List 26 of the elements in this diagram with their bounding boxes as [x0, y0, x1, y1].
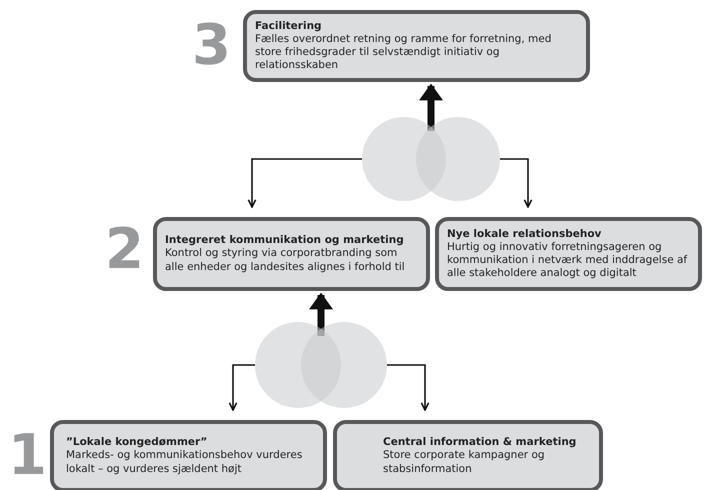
text-box [153, 217, 430, 291]
arrow [228, 364, 255, 411]
arrow [248, 158, 362, 208]
box-heading: Integreret kommunikation og marketing [165, 234, 405, 248]
text-box [243, 10, 590, 82]
level-number: 3 [192, 18, 231, 74]
box-heading: ”Lokale kongedømmer” [66, 436, 208, 450]
box-heading: Nye lokale relationsbehov [447, 228, 602, 241]
box-heading: Facilitering [255, 20, 323, 33]
text-box [50, 420, 327, 490]
venn-diagram [255, 322, 387, 408]
level-number: 2 [105, 222, 144, 278]
arrow [419, 84, 443, 131]
text-box [333, 420, 603, 490]
box-text: Markeds- og kommunikationsbehov vurderes lokalt – og vurderes sjældent højt [66, 449, 304, 476]
text-box [435, 217, 702, 291]
arrow [387, 364, 430, 411]
box-text: Store corporate kampagner og stabsinformation [383, 449, 546, 476]
box-text: Fælles overordnet retning og ramme for forretning, med store frihedsgrader til selvstændigt initiativ og relationsskaben [255, 32, 552, 72]
level-number: 1 [8, 428, 47, 484]
arrow [500, 158, 532, 208]
venn-diagram [362, 117, 500, 201]
box-text: Kontrol og styring via corporatbranding som alle enheder og landesites alignes i forhold til [165, 247, 406, 274]
box-heading: Central information & marketing [383, 436, 578, 450]
arrow [309, 292, 333, 336]
box-text: Hurtig og innovativ forretningsageren og kommunikation i netværk med inddragelse af alle stakeholdere analogt og digitalt [447, 240, 688, 280]
